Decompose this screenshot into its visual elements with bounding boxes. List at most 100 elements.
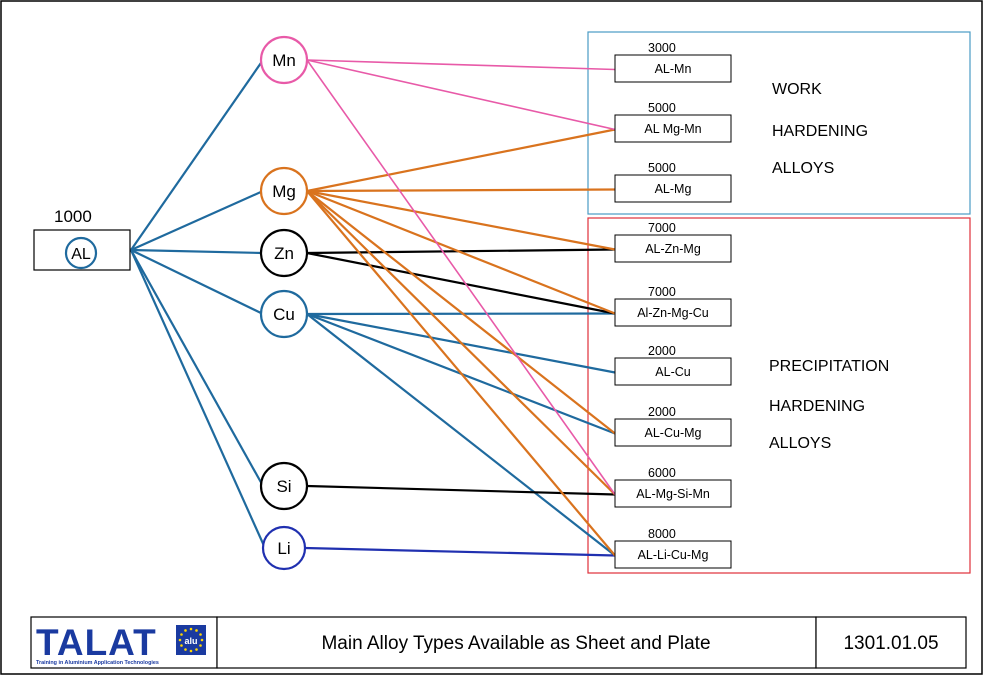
logo-subtitle: Training in Aluminium Application Techno… xyxy=(36,660,159,666)
eu-star xyxy=(189,649,193,653)
alloy-label: AL-Mg xyxy=(655,182,692,196)
eu-stars-icon xyxy=(178,627,204,653)
alloy-label: AL-Zn-Mg xyxy=(645,242,701,256)
footer-code: 1301.01.05 xyxy=(843,633,938,654)
element-label-cu: Cu xyxy=(273,305,295,324)
element-label-mg: Mg xyxy=(272,182,296,201)
connection-mn-a0 xyxy=(306,59,616,71)
logo-text: TALAT xyxy=(36,622,157,663)
alloy-label: AL-Mg-Si-Mn xyxy=(636,487,710,501)
alloy-label: Al-Zn-Mg-Cu xyxy=(637,306,709,320)
footer-title-cell xyxy=(216,616,817,669)
element-node-li: Li xyxy=(261,525,307,571)
alloy-number: 7000 xyxy=(648,285,676,299)
element-label-zn: Zn xyxy=(274,244,294,263)
connector-lines xyxy=(129,59,616,557)
alloy-number: 7000 xyxy=(648,221,676,235)
eu-star xyxy=(184,648,187,651)
alloy-box xyxy=(614,357,732,386)
precipitation-hardening-label: PRECIPITATION HARDENING ALLOYS xyxy=(769,358,889,452)
element-label-si: Si xyxy=(276,477,291,496)
alloy-label: AL-Cu-Mg xyxy=(645,426,702,440)
element-circle-cu xyxy=(259,289,309,339)
alloy-number: 3000 xyxy=(648,41,676,55)
alloy-label: AL Mg-Mn xyxy=(644,122,701,136)
element-node-mg: Mg xyxy=(259,166,309,216)
element-circle-si xyxy=(259,461,309,511)
precip-label-line3: ALLOYS xyxy=(769,435,831,452)
work-label-line1: WORK xyxy=(772,81,822,98)
eu-star xyxy=(195,648,198,651)
eu-star xyxy=(180,633,183,636)
alloy-label: AL-Cu xyxy=(655,365,690,379)
precip-label-line2: HARDENING xyxy=(769,398,865,415)
alloy-box xyxy=(614,418,732,447)
connection-mg-a7 xyxy=(306,190,616,496)
eu-star xyxy=(195,629,198,632)
alloy-number: 2000 xyxy=(648,344,676,358)
alloy-a1: 5000 AL Mg-Mn xyxy=(614,101,732,143)
root-circle xyxy=(64,236,98,270)
connection-cu-a4 xyxy=(306,312,616,316)
connection-mg-a3 xyxy=(306,189,616,251)
element-circle-mn xyxy=(259,35,309,85)
root-line-mg xyxy=(130,189,264,252)
precip-label-line1: PRECIPITATION xyxy=(769,358,889,375)
root-node: 1000 AL xyxy=(33,207,131,271)
root-line-li xyxy=(129,249,267,549)
footer: TALAT alu Training in Aluminium Applicat… xyxy=(30,616,967,669)
element-label-mn: Mn xyxy=(272,51,296,70)
element-label-li: Li xyxy=(277,539,290,558)
talat-logo: TALAT alu Training in Aluminium Applicat… xyxy=(36,622,206,666)
connection-mg-a4 xyxy=(306,189,616,315)
connection-zn-a4 xyxy=(306,251,616,315)
connection-mg-a1 xyxy=(306,128,616,193)
root-line-mn xyxy=(130,59,264,251)
connection-mg-a8 xyxy=(306,190,616,557)
alloy-box xyxy=(614,54,732,83)
connection-mn-a1 xyxy=(306,59,616,131)
connection-mn-a7 xyxy=(306,59,616,495)
alloy-box xyxy=(614,114,732,143)
logo-badge-text: alu xyxy=(184,636,197,646)
element-circle-li xyxy=(261,525,307,571)
connection-si-a7 xyxy=(306,484,616,496)
root-line-cu xyxy=(130,249,264,315)
element-node-si: Si xyxy=(259,461,309,511)
work-hardening-label: WORK HARDENING ALLOYS xyxy=(772,81,868,177)
element-node-mn: Mn xyxy=(259,35,309,85)
alloy-number: 5000 xyxy=(648,101,676,115)
alloy-box xyxy=(614,234,732,263)
element-node-cu: Cu xyxy=(259,289,309,339)
eu-star xyxy=(184,629,187,632)
alloy-number: 6000 xyxy=(648,466,676,480)
alloy-number: 5000 xyxy=(648,161,676,175)
alloy-label: AL-Mn xyxy=(655,62,692,76)
connection-li-a8 xyxy=(304,546,616,557)
element-circle-mg xyxy=(259,166,309,216)
eu-star xyxy=(189,627,193,631)
root-label: AL xyxy=(71,246,91,263)
root-line-zn xyxy=(130,248,264,255)
footer-code-cell xyxy=(815,616,967,669)
alloy-box xyxy=(614,540,732,569)
root-line-si xyxy=(130,249,264,487)
eu-star xyxy=(199,644,202,647)
eu-star xyxy=(200,638,204,642)
root-number: 1000 xyxy=(54,207,92,226)
connection-mg-a6 xyxy=(306,190,616,435)
element-node-zn: Zn xyxy=(259,228,309,278)
